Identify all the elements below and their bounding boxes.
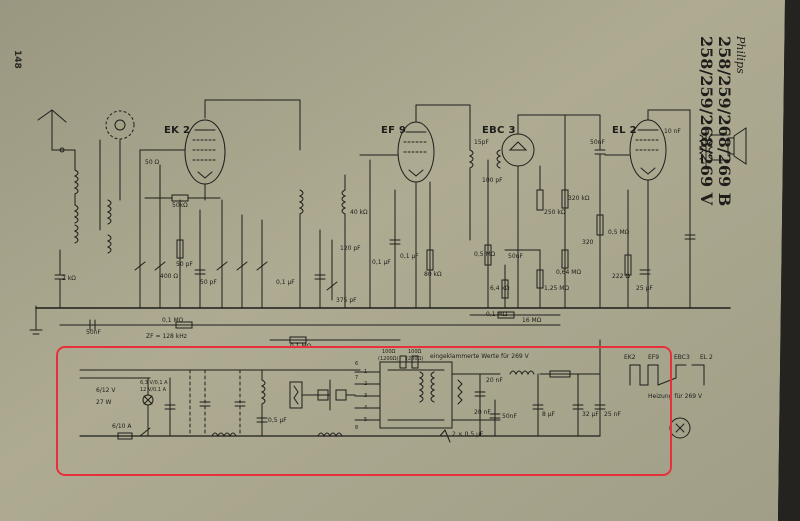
label-fuse: 6/10 A (112, 423, 132, 430)
label-15pf: 15pF (474, 139, 489, 146)
label-100-ohm-b: 100Ω (408, 349, 422, 355)
label-8uf: 8 μF (542, 411, 555, 418)
label-120pf: 120 pF (340, 245, 361, 252)
label-400: 400 Ω (160, 273, 178, 280)
label-tap-6: 6 (355, 361, 359, 367)
label-tap-5: 5 (364, 417, 368, 423)
model-line-v: 258/259/268/269 V (697, 36, 716, 206)
label-tap-7: 7 (355, 375, 359, 381)
label-32uf: 32 μF (582, 411, 599, 418)
label-zf: ZF = 128 kHz (146, 333, 187, 340)
label-100pf: 100 pF (482, 177, 503, 184)
label-tap-8: 8 (355, 425, 359, 431)
label-320: 320 (582, 239, 594, 246)
label-tap-1: 1 (364, 369, 368, 375)
label-tap-3: 3 (364, 393, 368, 399)
label-50nf-ps: 50nF (502, 413, 517, 420)
tube-label-ebc3: EBC 3 (482, 125, 516, 136)
label-40k: 40 kΩ (350, 209, 368, 216)
label-50-ohm: 50 Ω (145, 159, 160, 166)
label-25uf: 25 μF (636, 285, 653, 292)
label-16m: 16 MΩ (522, 317, 542, 324)
label-power: 27 W (96, 399, 112, 406)
label-tap-4: 4 (364, 405, 368, 411)
tube-label-ek2: EK 2 (164, 125, 191, 136)
label-01m-avc: 0,1 MΩ (486, 311, 508, 318)
tube-label-ef9: EF 9 (381, 125, 407, 136)
label-2k: 2 kΩ (62, 275, 76, 282)
label-05uf: 0,5 μF (268, 417, 287, 424)
label-tap-2: 2 (364, 381, 368, 387)
heater-caption: Heizung für 269 V (648, 393, 703, 400)
brand-name: Philips (734, 36, 747, 74)
label-note-269v: eingeklammerte Werte für 269 V (430, 353, 529, 360)
label-100-ohm-a: 100Ω (382, 349, 396, 355)
label-50pf-a: 50 pF (176, 261, 193, 268)
label-05m-el2: 0,5 MΩ (608, 229, 630, 236)
heater-label-ebc3: EBC3 (674, 354, 690, 361)
label-320k: 320 kΩ (568, 195, 590, 202)
heater-label-ef9: EF9 (648, 354, 660, 361)
label-125m: 1,25 MΩ (544, 285, 570, 292)
model-line-b: 258/259/268/269 B (715, 36, 734, 207)
label-01m-center: 0,1 MΩ (290, 343, 312, 350)
tube-label-el2: EL 2 (612, 125, 637, 136)
label-lamp-1: 6,3 V/0,1 A (140, 380, 168, 386)
label-01m-agc: 0,1 MΩ (162, 317, 184, 324)
page-number: 148 (12, 50, 22, 69)
label-20nf-b: 20 nF (474, 409, 491, 416)
heater-label-ek2: EK2 (624, 354, 636, 361)
label-50pf-b: 50 pF (200, 279, 217, 286)
label-01uf-c: 0,1 μF (276, 279, 295, 286)
heater-label-el2: EL 2 (700, 354, 713, 361)
model-title: Philips 258/259/268/269 B 258/259/268/26… (697, 36, 752, 206)
label-2x05uf: 2 × 0,5 μF (452, 431, 484, 438)
label-voltage: 6/12 V (96, 387, 116, 394)
label-250k: 250 kΩ (544, 209, 566, 216)
label-50k: 50kΩ (172, 202, 188, 209)
label-01uf-b: 0,1 μF (372, 259, 391, 266)
label-80k: 80 kΩ (424, 271, 442, 278)
label-64k: 6,4 kΩ (490, 285, 510, 292)
label-064m: 0,64 MΩ (556, 269, 582, 276)
label-50nf-coupling: 50nF (590, 139, 605, 146)
label-05m: 0,5 MΩ (474, 251, 496, 258)
label-222: 222 Ω (612, 273, 630, 280)
label-375pf: 375 pF (336, 297, 357, 304)
label-50nf-agc: 50nF (86, 329, 101, 336)
label-280-ohm: (280Ω) (406, 356, 424, 362)
label-01uf: 0,1 μF (400, 253, 419, 260)
label-1200-ohm: (1200Ω) (378, 356, 399, 362)
label-50nf-detector: 50nF (508, 253, 523, 260)
label-lamp-2: 12 V/0,1 A (140, 387, 167, 393)
label-25nf: 25 nF (604, 411, 621, 418)
label-10nf: 10 nF (664, 128, 681, 135)
label-20nf-a: 20 nF (486, 377, 503, 384)
